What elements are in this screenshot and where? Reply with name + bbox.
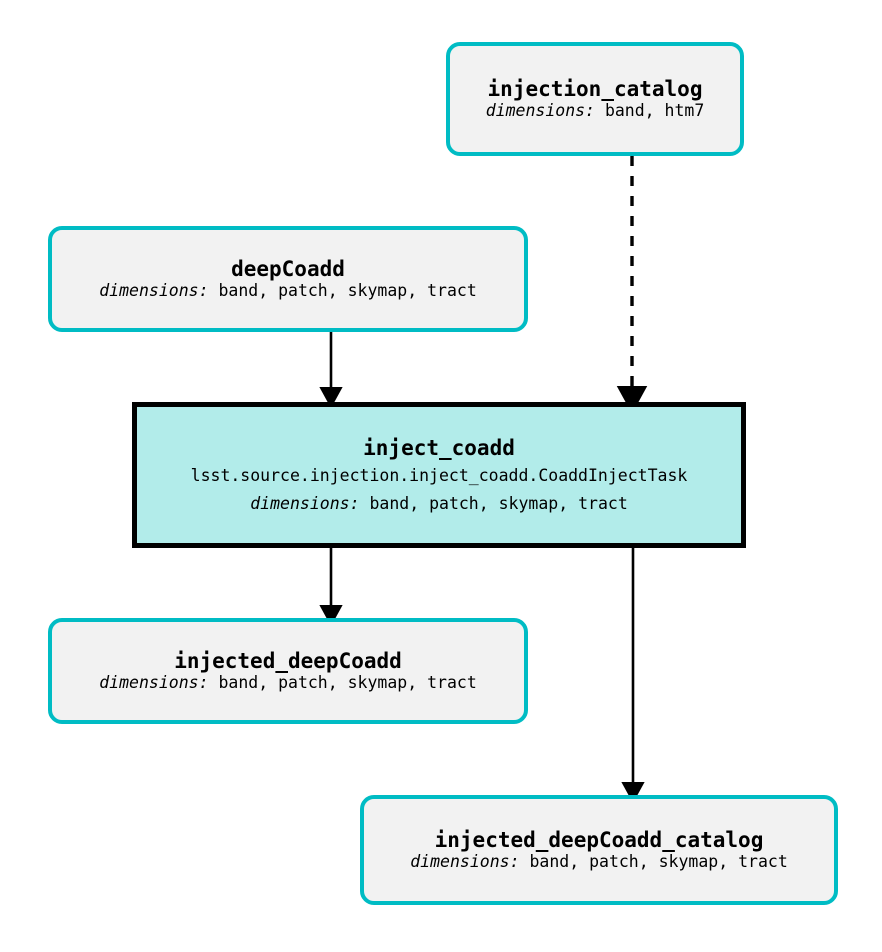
dimensions-value: band, patch, skymap, tract [218,281,477,301]
node-title: injection_catalog [487,77,703,102]
dimensions-label: dimensions: [99,673,209,693]
node-dimensions: dimensions: band, patch, skymap, tract [410,852,788,872]
dimensions-value: band, patch, skymap, tract [218,673,477,693]
node-class-path: lsst.source.injection.inject_coadd.Coadd… [190,466,688,486]
dimensions-value: band, htm7 [604,101,705,121]
dimensions-value: band, patch, skymap, tract [529,852,788,872]
node-dimensions: dimensions: band, patch, skymap, tract [99,281,477,301]
node-title: inject_coadd [363,436,515,461]
node-dimensions: dimensions: band, patch, skymap, tract [99,673,477,693]
node-title: deepCoadd [231,257,345,282]
dimensions-label: dimensions: [99,281,209,301]
node-title: injected_deepCoadd_catalog [434,828,764,853]
node-inject-coadd[interactable]: inject_coadd lsst.source.injection.injec… [132,402,746,548]
dimensions-label: dimensions: [485,101,595,121]
node-title: injected_deepCoadd [174,649,402,674]
node-injected-deepcoadd[interactable]: injected_deepCoadd dimensions: band, pat… [48,618,528,724]
dimensions-value: band, patch, skymap, tract [369,494,628,514]
node-injection-catalog[interactable]: injection_catalog dimensions: band, htm7 [446,42,744,156]
node-dimensions: dimensions: band, patch, skymap, tract [250,494,628,514]
node-injected-deepcoadd-catalog[interactable]: injected_deepCoadd_catalog dimensions: b… [360,795,838,905]
node-deepcoadd[interactable]: deepCoadd dimensions: band, patch, skyma… [48,226,528,332]
dimensions-label: dimensions: [250,494,360,514]
node-dimensions: dimensions: band, htm7 [486,101,705,121]
dimensions-label: dimensions: [410,852,520,872]
